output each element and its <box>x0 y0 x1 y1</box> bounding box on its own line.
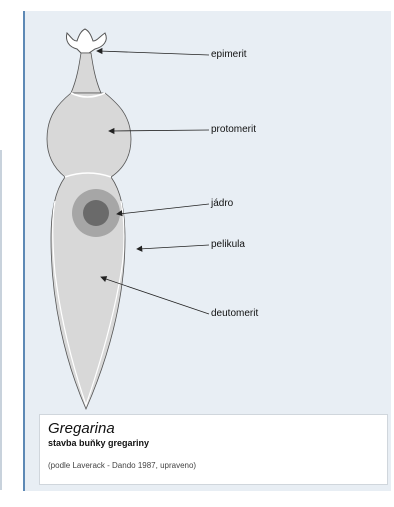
gregarina-diagram <box>25 11 393 411</box>
protomerit-shape <box>47 93 131 177</box>
caption-title: Gregarina <box>48 420 379 437</box>
label-deutomerit: deutomerit <box>211 308 258 319</box>
caption-source: (podle Laverack - Dando 1987, upraveno) <box>48 461 379 470</box>
label-jadro: jádro <box>211 198 233 209</box>
label-pelikula: pelikula <box>211 239 245 250</box>
neck-shape <box>71 53 101 93</box>
pointer-jadro <box>119 204 209 214</box>
caption-subtitle: stavba buňky gregariny <box>48 438 379 448</box>
pointer-pelikula <box>139 245 209 249</box>
label-protomerit: protomerit <box>211 124 256 135</box>
left-edge-strip <box>0 150 2 490</box>
figure-panel: epimerit protomerit jádro pelikula deuto… <box>23 11 391 491</box>
nucleus-inner <box>83 200 109 226</box>
caption-box: Gregarina stavba buňky gregariny (podle … <box>39 414 388 485</box>
label-epimerit: epimerit <box>211 49 247 60</box>
pointer-epimerit <box>99 51 209 55</box>
